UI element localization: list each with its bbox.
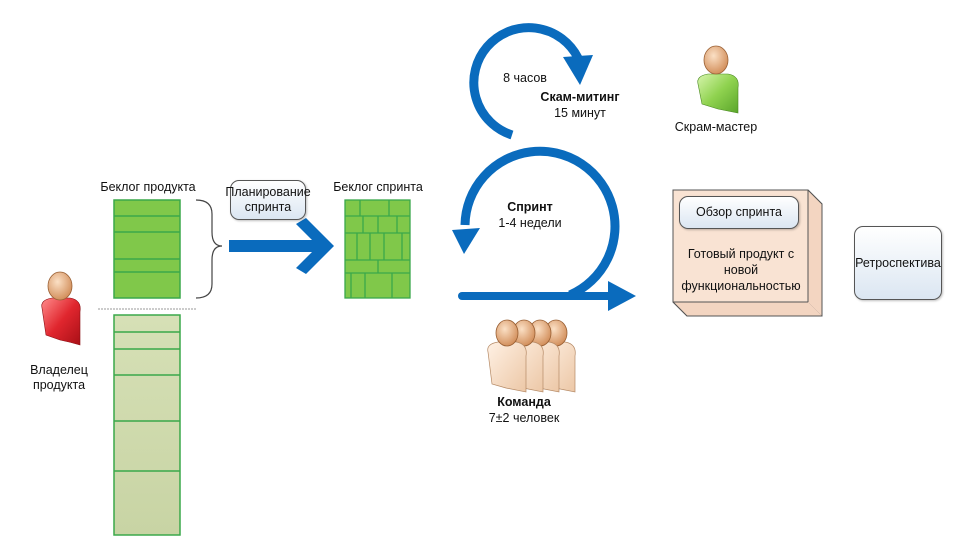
product-owner-label: Владелец продукта	[30, 363, 88, 392]
sprint-backlog-grid	[344, 199, 411, 299]
product-backlog-stack	[113, 199, 181, 299]
product-increment-label: Готовый продукт с новой функциональность…	[681, 247, 801, 293]
sprint-planning-label: Планирование спринта	[225, 185, 311, 214]
team-label: Команда	[497, 395, 551, 409]
scrum-master-icon	[697, 45, 739, 114]
retrospective-label: Ретроспектива	[855, 255, 941, 270]
sprint-output-arrowhead	[608, 281, 636, 311]
sprint-loop-arrow	[460, 146, 620, 300]
product-owner-icon	[41, 271, 81, 346]
team-icon	[487, 319, 576, 393]
curly-brace	[195, 199, 223, 299]
future-backlog-stack	[113, 314, 181, 536]
sprint-review-label: Обзор спринта	[696, 205, 782, 219]
daily-hours-label: 8 часов	[503, 71, 547, 85]
sprint-duration: 1-4 недели	[498, 216, 562, 230]
product-backlog-label: Беклог продукта	[100, 180, 196, 194]
daily-loop-arrowhead	[563, 55, 593, 85]
scrum-master-label: Скрам-мастер	[674, 120, 758, 134]
retrospective-box[interactable]: Ретроспектива	[854, 226, 942, 300]
sprint-loop-arrowhead	[452, 228, 480, 254]
scrum-meeting-label: Скам-митинг	[540, 90, 620, 104]
scrum-meeting-duration: 15 минут	[554, 106, 606, 120]
daily-loop-arrow	[469, 23, 583, 140]
sprint-label: Спринт	[507, 200, 553, 214]
sprint-review-box[interactable]: Обзор спринта	[679, 196, 799, 229]
planning-arrow	[229, 218, 334, 274]
sprint-planning-box[interactable]: Планирование спринта	[225, 180, 311, 220]
team-size-label: 7±2 человек	[488, 411, 560, 425]
sprint-backlog-label: Беклог спринта	[333, 180, 423, 194]
